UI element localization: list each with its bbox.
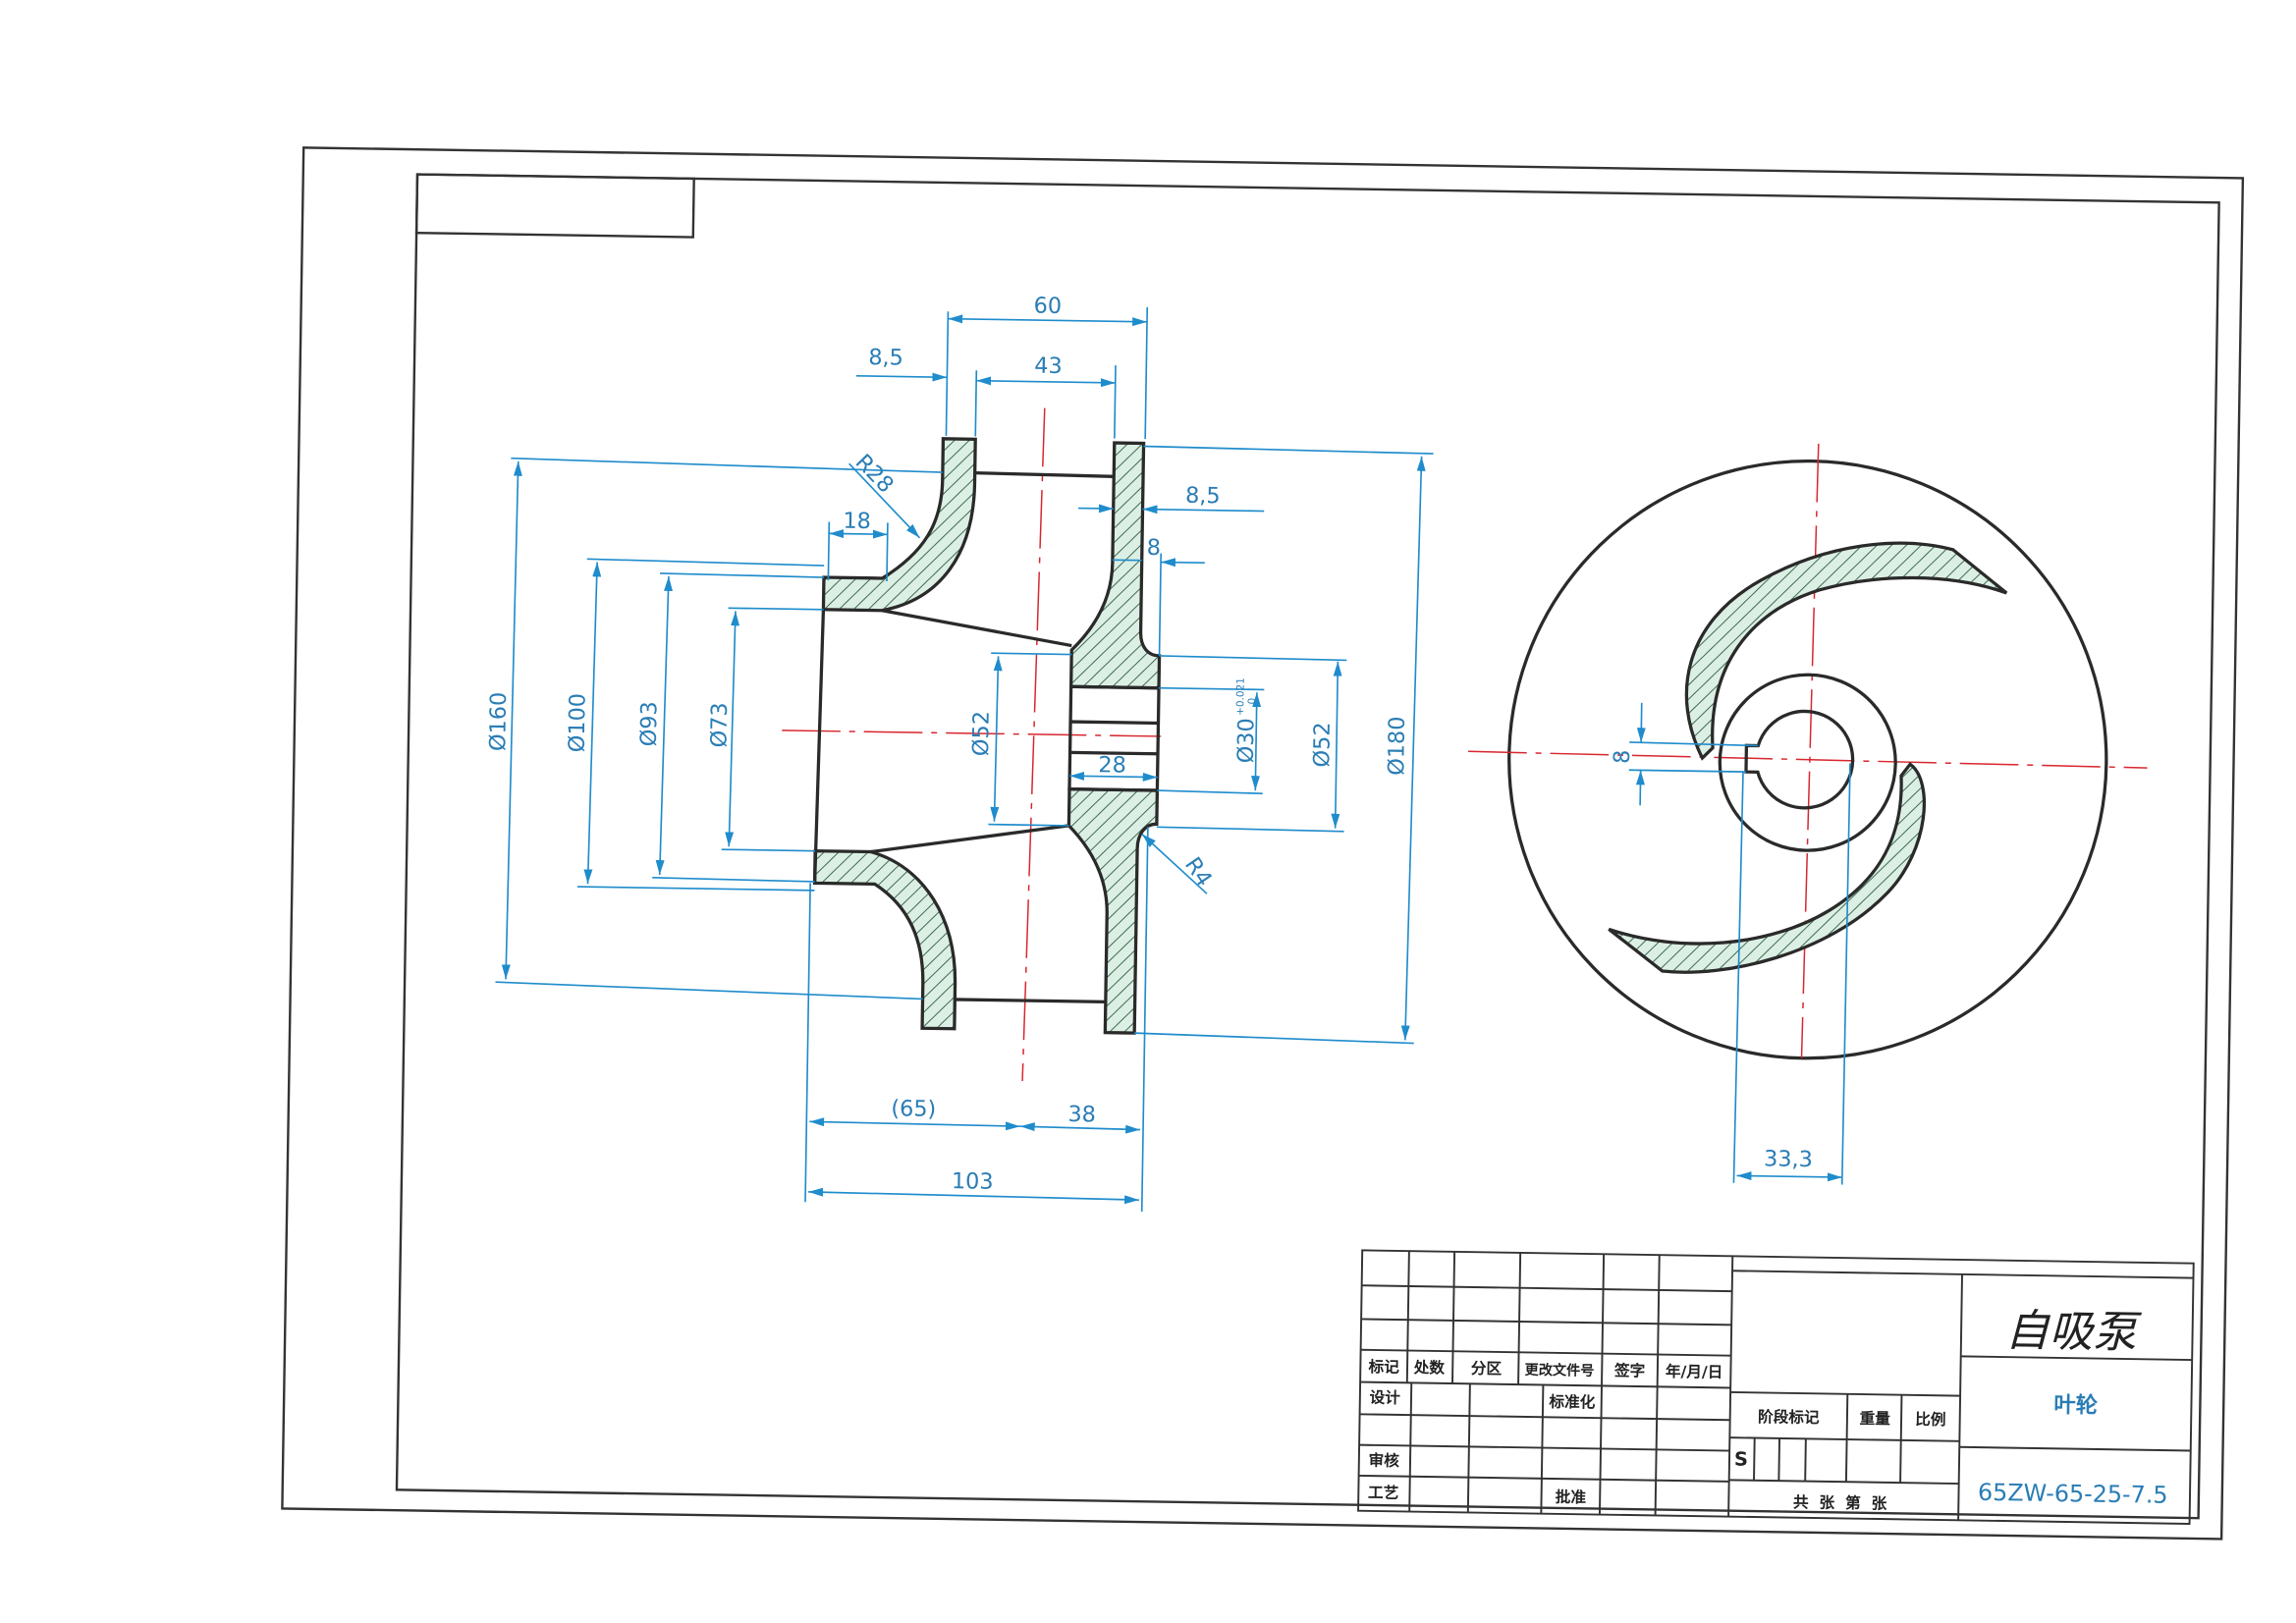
header-mark: 标记 [1367, 1357, 1399, 1377]
blade-bottom [1608, 762, 1927, 974]
dim-43: 43 [1034, 353, 1063, 379]
dim-key-width: 8 [1610, 749, 1635, 764]
dim-60: 60 [1033, 294, 1062, 319]
back-plate-bottom [1066, 786, 1160, 1035]
label-scale: 比例 [1915, 1410, 1946, 1429]
drawing-number: 65ZW-65-25-7.5 [1978, 1479, 2168, 1509]
dim-dia52-right: Ø52 [1309, 722, 1336, 767]
header-signature: 签字 [1613, 1361, 1646, 1380]
dim-dia100: Ø100 [565, 693, 591, 753]
dim-18: 18 [843, 509, 871, 534]
dim-key-depth: 33,3 [1764, 1146, 1813, 1172]
keyed-bore [1744, 709, 1855, 810]
label-approve: 批准 [1556, 1488, 1587, 1506]
front-shroud-bottom [812, 848, 957, 1031]
dim-dia52-left: Ø52 [968, 711, 995, 756]
dim-r4: R4 [1179, 853, 1217, 892]
dim-8: 8 [1147, 535, 1162, 561]
label-design: 设计 [1369, 1388, 1400, 1407]
header-count: 处数 [1413, 1358, 1446, 1378]
label-review: 审核 [1368, 1451, 1399, 1470]
dimension-lines [495, 306, 1434, 1213]
part-name: 叶轮 [2053, 1391, 2099, 1419]
dim-8-5-right: 8,5 [1185, 483, 1221, 510]
section-view: 60 43 8,5 R28 18 Ø160 Ø100 Ø93 Ø73 Ø52 Ø… [485, 294, 1434, 1213]
dim-dia160: Ø160 [485, 692, 512, 752]
label-process: 工艺 [1368, 1483, 1399, 1501]
front-view: 8 33,3 [1468, 443, 2148, 1185]
label-sheets: 共 张 第 张 [1793, 1492, 1887, 1512]
corner-box [414, 173, 695, 239]
header-change-doc: 更改文件号 [1524, 1362, 1594, 1380]
inner-border [395, 173, 2220, 1520]
dim-dia93: Ø93 [636, 701, 663, 746]
horizontal-centerline [782, 730, 1162, 737]
blade-top [1684, 541, 2008, 761]
header-date: 年/月/日 [1666, 1362, 1723, 1381]
dim-dia73: Ø73 [706, 702, 733, 747]
hub-circle [1718, 673, 1897, 852]
product-name: 自吸泵 [2004, 1304, 2142, 1358]
label-standardization: 标准化 [1548, 1392, 1596, 1412]
header-zone: 分区 [1471, 1359, 1503, 1378]
dim-tol-lower: 0 [1246, 698, 1258, 705]
dim-38: 38 [1067, 1102, 1096, 1127]
dim-28: 28 [1098, 752, 1126, 778]
impeller-outline [1507, 459, 2108, 1060]
dim-65: (65) [891, 1096, 936, 1122]
vertical-centerline [1021, 407, 1046, 1082]
back-plate-top [1068, 441, 1162, 690]
outer-border [281, 146, 2245, 1541]
dim-103: 103 [952, 1168, 994, 1195]
dim-r28: R28 [850, 450, 899, 499]
title-block: 标记 处数 分区 更改文件号 签字 年/月/日 设计 标准化 审核 工艺 批准 … [1357, 1249, 2195, 1525]
label-weight: 重量 [1859, 1409, 1890, 1428]
dim-tol-upper: +0.021 [1234, 677, 1247, 716]
label-stage-mark: 阶段标记 [1758, 1407, 1820, 1427]
dim-dia180: Ø180 [1384, 716, 1410, 776]
bore [1067, 684, 1161, 792]
stage-s: S [1734, 1448, 1748, 1471]
dim-8-5-left: 8,5 [868, 345, 903, 371]
dim-dia30: Ø30 [1233, 718, 1260, 763]
